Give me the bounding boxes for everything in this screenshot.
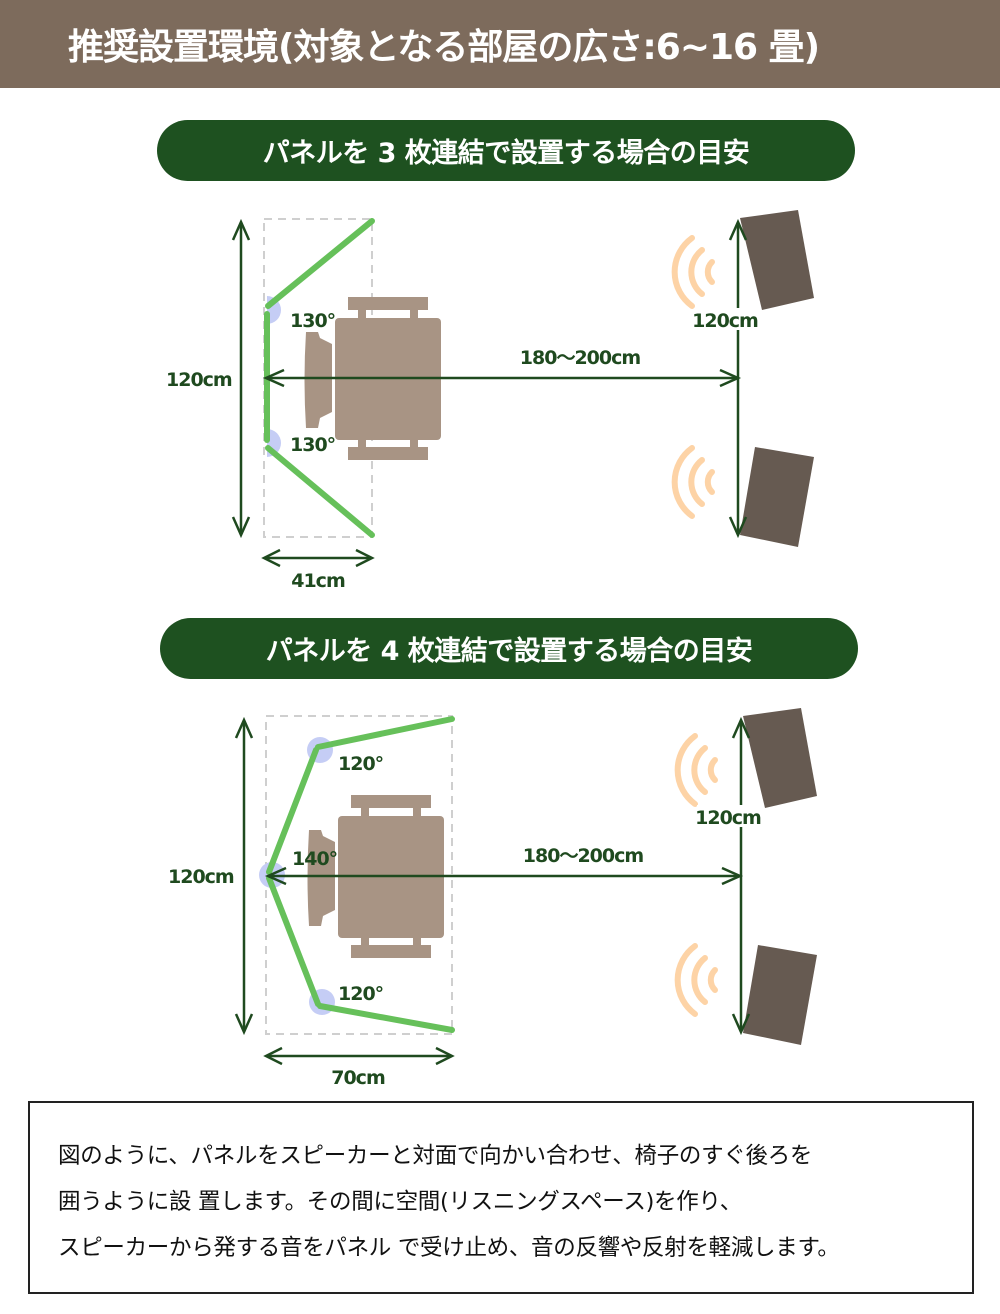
speaker-icon xyxy=(743,708,817,808)
speaker-span-arrow xyxy=(728,218,748,539)
section1-title: パネルを 3 枚連結で設置する場合の目安 xyxy=(157,120,855,181)
sound-wave-icon xyxy=(671,445,715,519)
description-box: 図のように、パネルをスピーカーと対面で向かい合わせ、椅子のすぐ後ろを 囲うように… xyxy=(28,1101,974,1294)
speaker-icon xyxy=(740,210,814,310)
sound-wave-icon xyxy=(674,733,718,807)
acoustic-panels xyxy=(266,716,455,1033)
description-line: スピーカーから発する音をパネル で受け止め、音の反響や反射を軽減します。 xyxy=(58,1235,840,1261)
width-label: 70cm xyxy=(331,1067,385,1089)
description-line: 図のように、パネルをスピーカーと対面で向かい合わせ、椅子のすぐ後ろを xyxy=(58,1143,813,1169)
angle-label-bottom: 130° xyxy=(290,434,335,456)
section2-title: パネルを 4 枚連結で設置する場合の目安 xyxy=(160,618,858,679)
label-bg xyxy=(697,805,761,827)
height-arrow xyxy=(231,218,251,539)
sound-wave-icon xyxy=(674,943,718,1017)
distance-label: 180～200cm xyxy=(520,347,641,369)
label-bg xyxy=(694,308,758,330)
page-title: 推奨設置環境(対象となる部屋の広さ:6~16 畳) xyxy=(68,27,820,68)
width-arrow xyxy=(263,1046,455,1066)
height-arrow xyxy=(234,716,254,1036)
speaker-icon xyxy=(740,447,814,547)
diagram-3-panels: 120cm 130° 130° 180～200cm xyxy=(166,210,814,592)
distance-label: 180～200cm xyxy=(523,845,644,867)
header-banner: 推奨設置環境(対象となる部屋の広さ:6~16 畳) xyxy=(0,0,1000,88)
angle-label-bottom: 120° xyxy=(338,983,383,1005)
height-label: 120cm xyxy=(166,369,232,391)
angle-label-top: 120° xyxy=(338,753,383,775)
width-label: 41cm xyxy=(291,570,345,592)
sound-wave-icon xyxy=(671,235,715,309)
speaker-span-label: 120cm xyxy=(695,807,761,829)
diagram-4-panels: 120cm 120° 140° 120° 180～200cm xyxy=(168,708,817,1089)
speaker-span-arrow xyxy=(731,716,751,1036)
angle-label-top: 130° xyxy=(290,310,335,332)
speaker-icon xyxy=(743,945,817,1045)
height-label: 120cm xyxy=(168,866,234,888)
speaker-span-label: 120cm xyxy=(692,310,758,332)
width-arrow xyxy=(261,548,375,568)
angle-label-middle: 140° xyxy=(292,848,337,870)
description-line: 囲うように設 置します。その間に空間(リスニングスペース)を作り、 xyxy=(58,1189,742,1215)
